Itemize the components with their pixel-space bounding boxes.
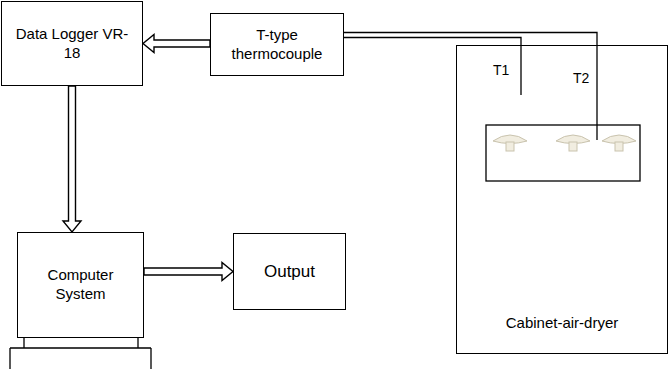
probe-t1: [520, 45, 521, 95]
node-label: Computer System: [28, 266, 133, 304]
probe-label: T2: [573, 70, 589, 86]
hollow-arrow: [144, 263, 233, 281]
computer-stand: [10, 338, 151, 369]
logger-box: Data Logger VR-18: [1, 1, 143, 86]
output-box: Output: [233, 233, 346, 310]
hollow-arrow: [143, 35, 210, 53]
computer-box: Computer System: [17, 232, 144, 338]
sensor-box: T-type thermocouple: [210, 13, 344, 76]
drying-tray: [486, 125, 640, 181]
node-label: Data Logger VR-18: [12, 25, 132, 63]
node-label: T-type thermocouple: [221, 26, 333, 64]
hollow-arrow: [63, 86, 81, 232]
node-label: Cabinet-air-dryer: [506, 314, 619, 333]
probe-t2: [596, 45, 597, 140]
node-label: Output: [264, 261, 315, 282]
dryer-cabinet: Cabinet-air-dryer: [456, 45, 668, 354]
probe-label: T1: [493, 62, 509, 78]
thermocouple-wire: [344, 33, 597, 46]
mushrooms: [493, 135, 636, 151]
